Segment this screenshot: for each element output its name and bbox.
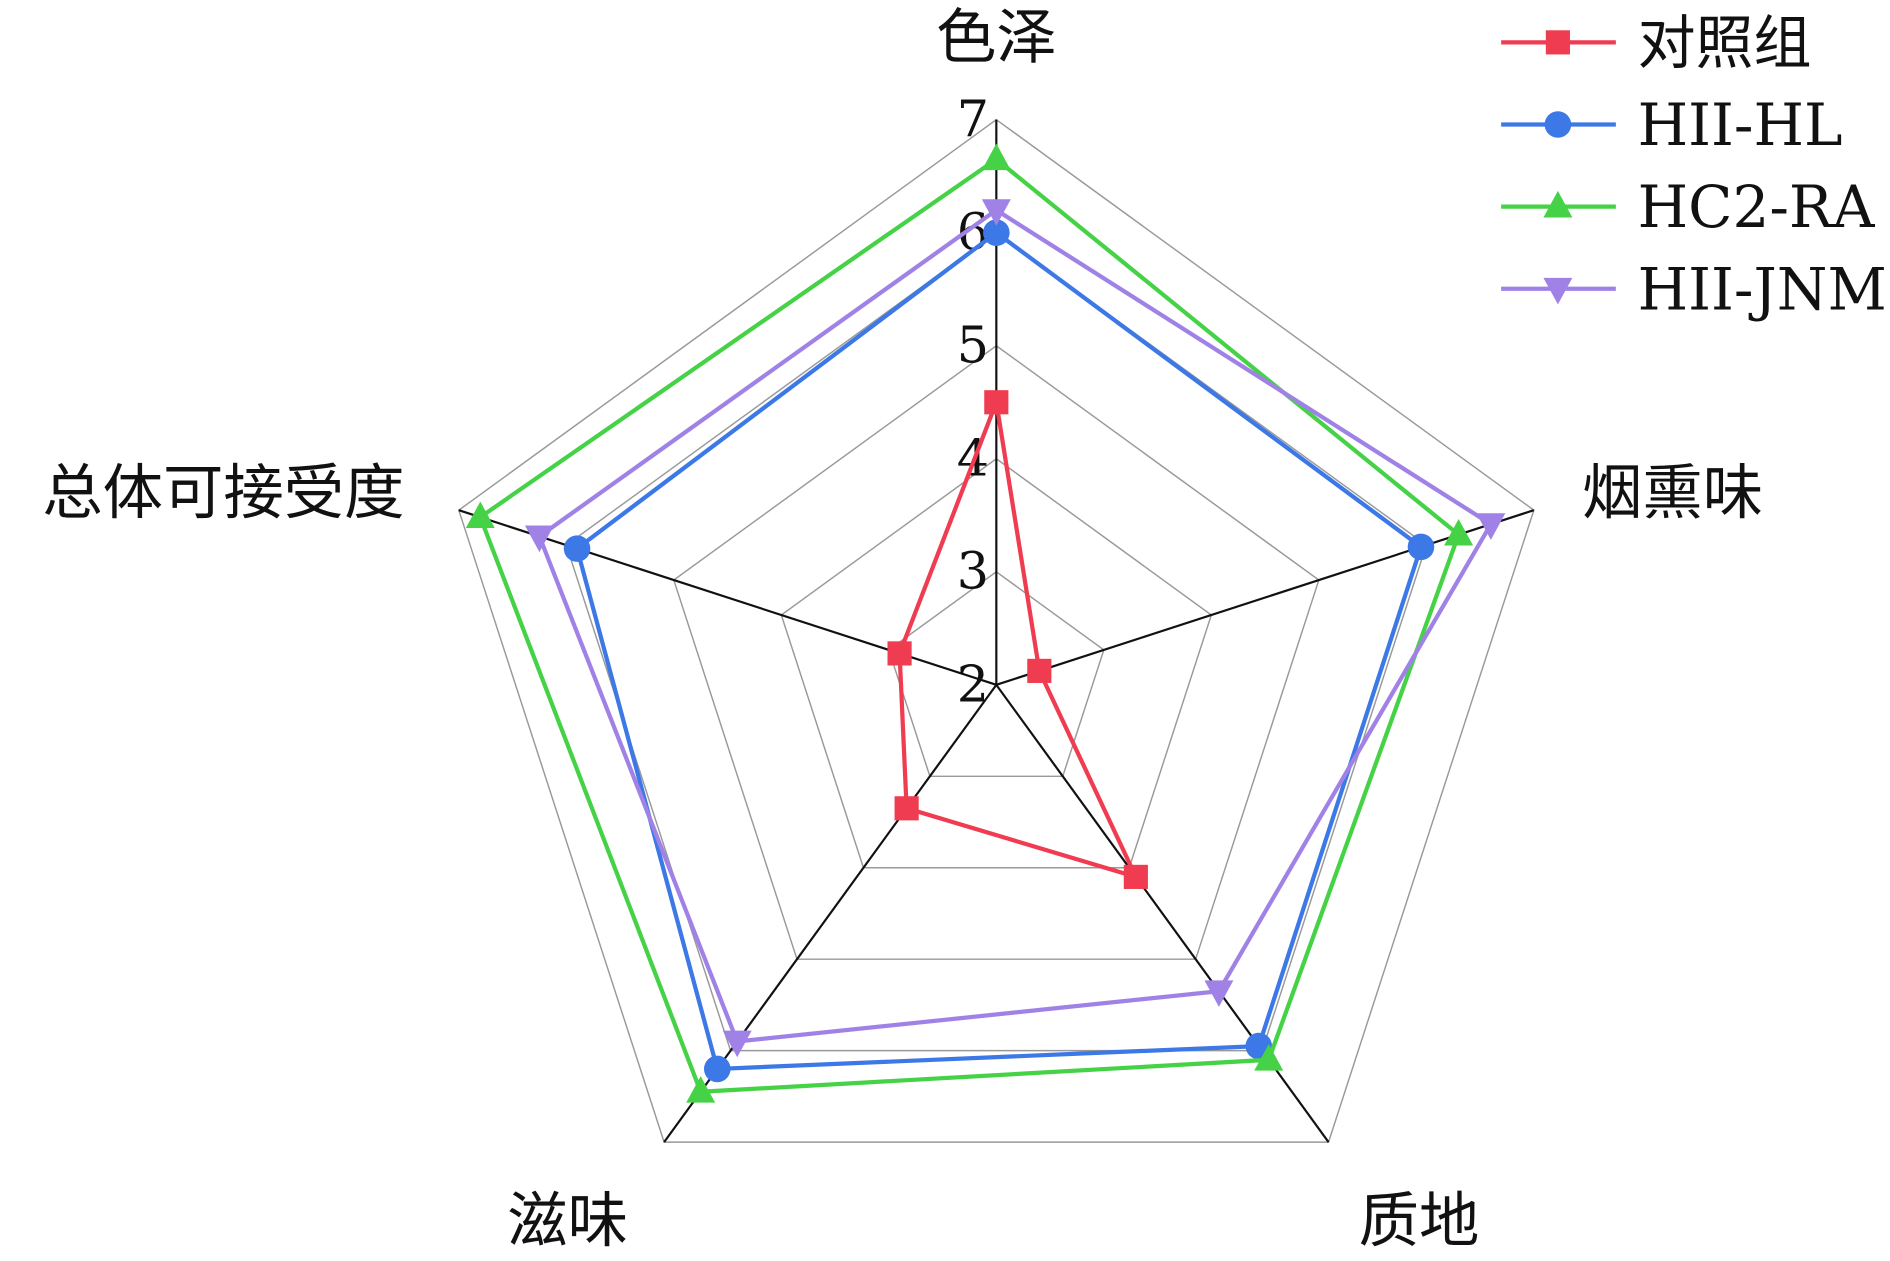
triangle-down-marker — [981, 199, 1011, 226]
series-HII-JNM — [524, 199, 1506, 1058]
axis-label: 色泽 — [936, 3, 1057, 73]
axis-label: 总体可接受度 — [42, 458, 404, 528]
legend: 对照组 HII-HL HC2-RA HII-JNM — [1501, 9, 1887, 323]
grid-ring-4 — [780, 457, 1213, 869]
triangle-down-marker — [524, 525, 554, 553]
square-marker — [1027, 658, 1052, 683]
series-line — [477, 156, 1462, 1094]
triangle-down-marker — [1476, 513, 1506, 540]
triangle-down-marker — [722, 1030, 752, 1058]
triangle-up-marker — [981, 143, 1011, 171]
legend-label: 对照组 — [1638, 9, 1812, 77]
tick-label: 7 — [957, 90, 989, 149]
triangle-up-marker — [1444, 518, 1474, 546]
axis-line — [995, 509, 1535, 686]
series-line — [897, 394, 1140, 881]
legend-item: 对照组 — [1501, 9, 1811, 77]
square-marker — [887, 641, 912, 666]
tick-label: 5 — [957, 316, 989, 375]
series-line — [574, 230, 1424, 1072]
axes — [458, 119, 1535, 1143]
circle-marker — [983, 219, 1010, 246]
series-对照组 — [887, 390, 1148, 889]
legend-item: HC2-RA — [1501, 173, 1876, 241]
axis-label: 烟熏味 — [1582, 458, 1763, 528]
axis-label: 滋味 — [507, 1187, 628, 1257]
square-marker — [984, 390, 1009, 415]
square-marker — [1123, 864, 1148, 889]
circle-marker — [563, 535, 591, 562]
triangle-up-marker — [686, 1076, 716, 1103]
tick-label: 2 — [957, 655, 989, 714]
triangle-down-marker — [1543, 277, 1573, 305]
grid — [457, 118, 1535, 1143]
legend-label: HII-JNM — [1638, 255, 1887, 323]
legend-item: HII-JNM — [1501, 255, 1887, 323]
triangle-down-marker — [1204, 980, 1234, 1007]
square-marker — [894, 796, 919, 821]
series-line — [536, 207, 1494, 1044]
axis-label: 质地 — [1359, 1187, 1480, 1257]
triangle-up-marker — [1254, 1044, 1284, 1071]
legend-item: HII-HL — [1501, 91, 1843, 159]
grid-ring-7 — [457, 118, 1535, 1143]
circle-marker — [1407, 533, 1435, 561]
series-HII-HL — [563, 219, 1435, 1083]
grid-ring-6 — [565, 231, 1428, 1052]
series-HC2-RA — [465, 143, 1474, 1103]
legend-label: HC2-RA — [1638, 173, 1876, 241]
circle-marker — [703, 1055, 731, 1083]
tick-label: 3 — [957, 542, 989, 601]
triangle-up-marker — [465, 501, 495, 529]
grid-ring-5 — [672, 344, 1320, 960]
triangle-up-marker — [1543, 190, 1573, 218]
series — [465, 143, 1506, 1103]
legend-label: HII-HL — [1638, 91, 1843, 159]
square-marker — [1545, 30, 1570, 55]
circle-marker — [1544, 111, 1572, 138]
